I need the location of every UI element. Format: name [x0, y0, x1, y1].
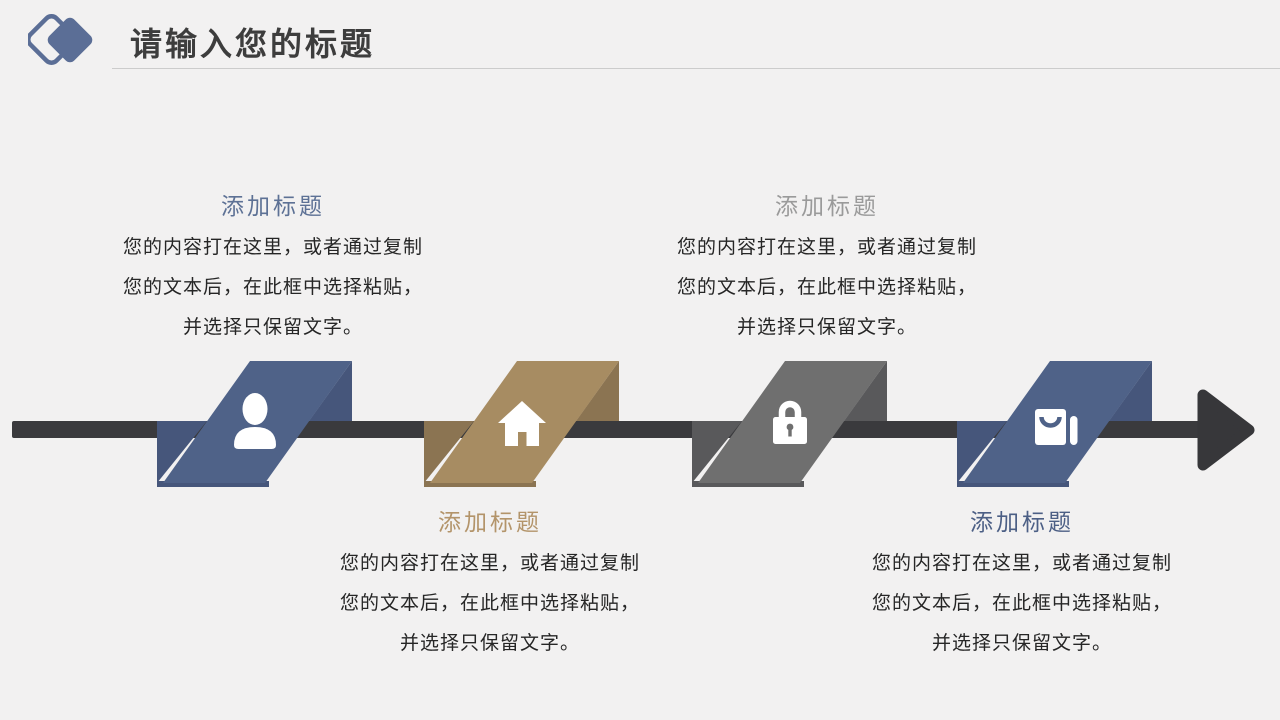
block-body-line: 您的内容打在这里，或者通过复制 [676, 237, 977, 258]
block-body-line: 并选择只保留文字。 [736, 317, 917, 338]
block-body-line: 并选择只保留文字。 [931, 633, 1112, 654]
block-title: 添加标题 [221, 194, 325, 219]
block-body-line: 并选择只保留文字。 [182, 317, 363, 338]
user-icon [234, 393, 276, 449]
timeline-station-2 [424, 361, 619, 487]
block-body-line: 您的内容打在这里，或者通过复制 [122, 237, 423, 258]
ribbon-shadow [424, 481, 536, 487]
timeline-arrow-icon [1197, 389, 1255, 471]
block-body-line: 您的内容打在这里，或者通过复制 [339, 553, 640, 574]
shopping-bag-icon [1035, 409, 1078, 445]
ribbon-shadow [157, 481, 269, 487]
ribbon-fold-bottom [692, 421, 742, 483]
ribbon-fold-bottom [424, 421, 474, 483]
timeline-station-4 [957, 361, 1152, 487]
diamond-solid-icon [47, 17, 93, 63]
header-divider [112, 68, 1280, 69]
lock-icon [773, 400, 807, 444]
text-block-3: 添加标题 您的内容打在这里，或者通过复制 您的文本后，在此框中选择粘贴， 并选择… [300, 508, 680, 664]
home-icon [498, 401, 546, 446]
block-body-line: 您的文本后，在此框中选择粘贴， [871, 593, 1172, 614]
ribbon-shadow [957, 481, 1069, 487]
timeline-station-1 [157, 361, 352, 487]
text-block-2: 添加标题 您的内容打在这里，或者通过复制 您的文本后，在此框中选择粘贴， 并选择… [637, 192, 1017, 348]
ribbon-shadow [692, 481, 804, 487]
timeline-station-3 [692, 361, 887, 487]
text-block-4: 添加标题 您的内容打在这里，或者通过复制 您的文本后，在此框中选择粘贴， 并选择… [832, 508, 1212, 664]
block-body-line: 并选择只保留文字。 [399, 633, 580, 654]
block-body-line: 您的文本后，在此框中选择粘贴， [339, 593, 640, 614]
timeline-bar [12, 421, 1204, 438]
block-title: 添加标题 [775, 194, 879, 219]
ribbon-fold-bottom [157, 421, 207, 483]
block-body-line: 您的内容打在这里，或者通过复制 [871, 553, 1172, 574]
block-body-line: 您的文本后，在此框中选择粘贴， [676, 277, 977, 298]
block-body-line: 您的文本后，在此框中选择粘贴， [122, 277, 423, 298]
block-title: 添加标题 [970, 510, 1074, 535]
text-block-1: 添加标题 您的内容打在这里，或者通过复制 您的文本后，在此框中选择粘贴， 并选择… [83, 192, 463, 348]
header-diamond-logo [28, 13, 93, 66]
page-title: 请输入您的标题 [130, 26, 376, 62]
ribbon-fold-bottom [957, 421, 1007, 483]
block-title: 添加标题 [438, 510, 542, 535]
